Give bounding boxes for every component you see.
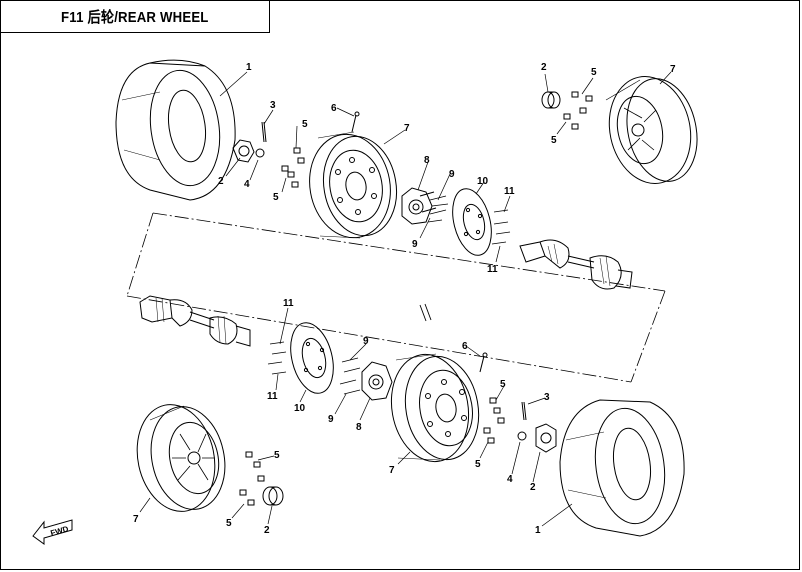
callout-1: 1	[535, 525, 541, 536]
tire-top-left	[115, 59, 236, 201]
alloy-rim-top-right	[605, 76, 698, 184]
lug-nuts-bottom-left	[239, 451, 265, 506]
break-mark	[419, 303, 432, 322]
shaft-boundary	[126, 212, 666, 383]
page-title: F11 后轮/REAR WHEEL	[60, 8, 209, 26]
callout-11: 11	[283, 298, 294, 309]
callout-11: 11	[487, 264, 498, 275]
callout-8: 8	[356, 422, 362, 433]
callout-2: 2	[541, 62, 547, 73]
callout-10: 10	[294, 403, 306, 414]
callout-2: 2	[264, 525, 270, 536]
disc-bolts-bottom	[267, 341, 287, 375]
callout-8: 8	[424, 155, 430, 166]
drive-shaft-top	[519, 239, 633, 290]
drive-shaft-bottom	[139, 295, 251, 347]
callout-5: 5	[500, 379, 506, 390]
steel-rim-top	[309, 131, 398, 239]
callout-3: 3	[544, 392, 550, 403]
callout-7: 7	[670, 64, 676, 75]
callout-5: 5	[591, 67, 597, 78]
callout-4: 4	[507, 474, 513, 485]
callout-5: 5	[302, 119, 308, 130]
fwd-arrow: FWD	[32, 519, 73, 545]
callout-7: 7	[389, 465, 395, 476]
callout-2: 2	[530, 482, 536, 493]
brake-disc-top	[452, 188, 492, 256]
lug-nuts-bottom-right	[483, 397, 505, 444]
callout-9: 9	[449, 169, 455, 180]
callout-5: 5	[273, 192, 279, 203]
studs-top	[427, 195, 449, 223]
callout-7: 7	[404, 123, 410, 134]
callout-2: 2	[218, 176, 224, 187]
hub-top	[401, 187, 437, 225]
valve-stem-top	[351, 111, 360, 133]
callout-9: 9	[412, 239, 418, 250]
brake-disc-bottom	[290, 322, 334, 394]
lug-nuts-top-left	[281, 147, 305, 188]
hub-bottom	[361, 361, 393, 401]
hub-cap-bottom-left	[262, 486, 284, 506]
callout-1: 1	[246, 62, 252, 73]
studs-bottom	[339, 357, 361, 395]
disc-bolts-top	[491, 209, 511, 245]
callout-5: 5	[551, 135, 557, 146]
callout-labels: 1 3 2 4 5 5 6 7 8 9 9 10 11 11 2 5 5 7 1…	[133, 62, 676, 536]
fwd-label: FWD	[49, 524, 69, 538]
callout-7: 7	[133, 514, 139, 525]
hub-cap-top-right	[541, 91, 561, 109]
callout-6: 6	[462, 341, 468, 352]
steel-rim-bottom	[390, 353, 480, 463]
alloy-rim-bottom-left	[136, 404, 226, 512]
callout-3: 3	[270, 100, 276, 111]
title-box: F11 后轮/REAR WHEEL	[0, 0, 270, 33]
callout-10: 10	[477, 176, 489, 187]
hub-cap-top-left	[232, 121, 267, 163]
callout-5: 5	[475, 459, 481, 470]
valve-stem-bottom	[479, 352, 488, 373]
leader-lines	[139, 71, 672, 527]
callout-6: 6	[331, 103, 337, 114]
callout-11: 11	[267, 391, 278, 402]
callout-4: 4	[244, 179, 250, 190]
lug-nuts-top-right	[563, 91, 593, 130]
callout-11: 11	[504, 186, 515, 197]
callout-9: 9	[363, 336, 369, 347]
callout-5: 5	[226, 518, 232, 529]
tire-bottom-right	[559, 399, 685, 537]
callout-5: 5	[274, 450, 280, 461]
callout-9: 9	[328, 414, 334, 425]
hub-cap-bottom-right	[517, 401, 557, 453]
